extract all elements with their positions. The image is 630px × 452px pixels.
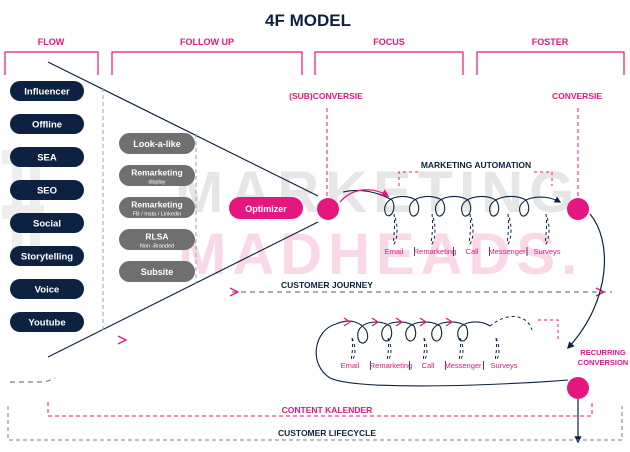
column-label-focus: FOCUS (373, 37, 405, 47)
customer-lifecycle-label: CUSTOMER LIFECYCLE (278, 428, 376, 438)
recurring-conversion-node[interactable] (567, 377, 589, 399)
follow-up-pill-label: RLSA (145, 232, 168, 242)
optimizer-label: Optimizer (245, 204, 287, 214)
marketing-automation-label: MARKETING AUTOMATION (421, 160, 531, 170)
follow-up-pill-label: Remarketing (131, 168, 183, 178)
funnel-dividers (102, 88, 197, 330)
automation-channels-lower: Email Remarketing Call Messenger Surveys (341, 361, 518, 370)
lower-channel-email: Email (341, 361, 360, 370)
flow-pill-youtube[interactable]: Youtube (10, 312, 84, 332)
automation-channels-upper: Email Remarketing Call Messenger Surveys (385, 247, 561, 256)
funnel-outline (47, 61, 319, 358)
flow-pill-label: Youtube (28, 318, 65, 329)
flow-pill-label: SEO (37, 186, 57, 197)
upper-channel-call: Call (466, 247, 479, 256)
flow-pill-label: Voice (35, 285, 60, 296)
column-label-follow-up: FOLLOW UP (180, 37, 234, 47)
conversion-label: CONVERSIE (552, 91, 602, 101)
follow-up-tactics: Look-a-likeRemarketingdisplayRemarketing… (119, 133, 195, 282)
follow-up-pill-label: Look-a-like (133, 139, 181, 149)
flow-pill-offline[interactable]: Offline (10, 114, 84, 134)
flow-pill-sea[interactable]: SEA (10, 147, 84, 167)
conversion-node[interactable] (567, 198, 589, 220)
flow-pill-label: Influencer (24, 87, 70, 98)
column-label-foster: FOSTER (532, 37, 569, 47)
follow-up-pill-rlsa-3[interactable]: RLSA Non -Branded (119, 229, 195, 250)
flow-pill-label: Social (33, 219, 61, 230)
marketing-automation-bracket (398, 171, 553, 186)
flow-pill-voice[interactable]: Voice (10, 279, 84, 299)
lower-bracket (538, 319, 559, 340)
upper-channel-email: Email (385, 247, 404, 256)
watermark-text-madheads: MADHEADS. (178, 222, 583, 287)
flow-pill-seo[interactable]: SEO (10, 180, 84, 200)
flow-pill-social[interactable]: Social (10, 213, 84, 233)
customer-lifecycle-line (7, 406, 623, 441)
follow-up-pill-sublabel: FB / Insta / Linkedin (133, 212, 182, 218)
flow-pill-label: SEA (37, 153, 57, 164)
column-label-flow: FLOW (38, 37, 65, 47)
flow-pill-label: Offline (32, 120, 62, 131)
follow-up-pill-remarketing-1[interactable]: Remarketing display (119, 165, 195, 186)
page-title: 4F MODEL (265, 11, 351, 30)
sub-conversion-arrow (339, 189, 390, 203)
content-kalender-label: CONTENT KALENDER (282, 405, 373, 415)
follow-up-pill-remarketing-2[interactable]: Remarketing FB / Insta / Linkedin (119, 197, 195, 218)
customer-journey-arrow-head (117, 287, 606, 345)
lower-channel-call: Call (422, 361, 435, 370)
customer-journey-label: CUSTOMER JOURNEY (281, 280, 373, 290)
flow-pill-label: Storytelling (21, 252, 73, 263)
follow-up-pill-label: Subsite (141, 267, 174, 277)
automation-stems-lower (350, 337, 500, 361)
flow-pill-influencer[interactable]: Influencer (10, 81, 84, 101)
follow-up-pill-sublabel: display (148, 180, 165, 186)
sub-conversion-label: (SUB)CONVERSIE (289, 91, 363, 101)
flow-pill-storytelling[interactable]: Storytelling (10, 246, 84, 266)
upper-channel-messenger: Messenger (488, 247, 526, 256)
upper-channel-surveys: Surveys (533, 247, 560, 256)
automation-loop-lower-return (315, 323, 569, 387)
lower-channel-messenger: Messenger (444, 361, 482, 370)
recurring-label-line-2: CONVERSION (578, 358, 628, 367)
automation-stems-upper (392, 213, 550, 245)
content-kalender-line (47, 402, 593, 417)
lower-loop-arrows (343, 317, 454, 327)
follow-up-pill-look-a-like-0[interactable]: Look-a-like (119, 133, 195, 154)
lower-channel-surveys: Surveys (490, 361, 517, 370)
sub-conversion-node[interactable] (317, 198, 339, 220)
lower-channel-remarketing: Remarketing (370, 361, 413, 370)
follow-up-pill-label: Remarketing (131, 200, 183, 210)
follow-up-pill-subsite-4[interactable]: Subsite (119, 261, 195, 282)
automation-loop-upper (342, 189, 562, 217)
customer-journey-line (10, 291, 612, 383)
column-brackets (4, 51, 625, 75)
optimizer-button[interactable]: Optimizer (229, 197, 303, 219)
conversion-to-recurring-path (567, 213, 605, 350)
follow-up-pill-sublabel: Non -Branded (140, 244, 174, 250)
automation-loop-lower (335, 320, 491, 344)
automation-loop-lower-tail (489, 316, 533, 331)
upper-channel-remarketing: Remarketing (414, 247, 457, 256)
recurring-label-line-1: RECURRING (580, 348, 626, 357)
